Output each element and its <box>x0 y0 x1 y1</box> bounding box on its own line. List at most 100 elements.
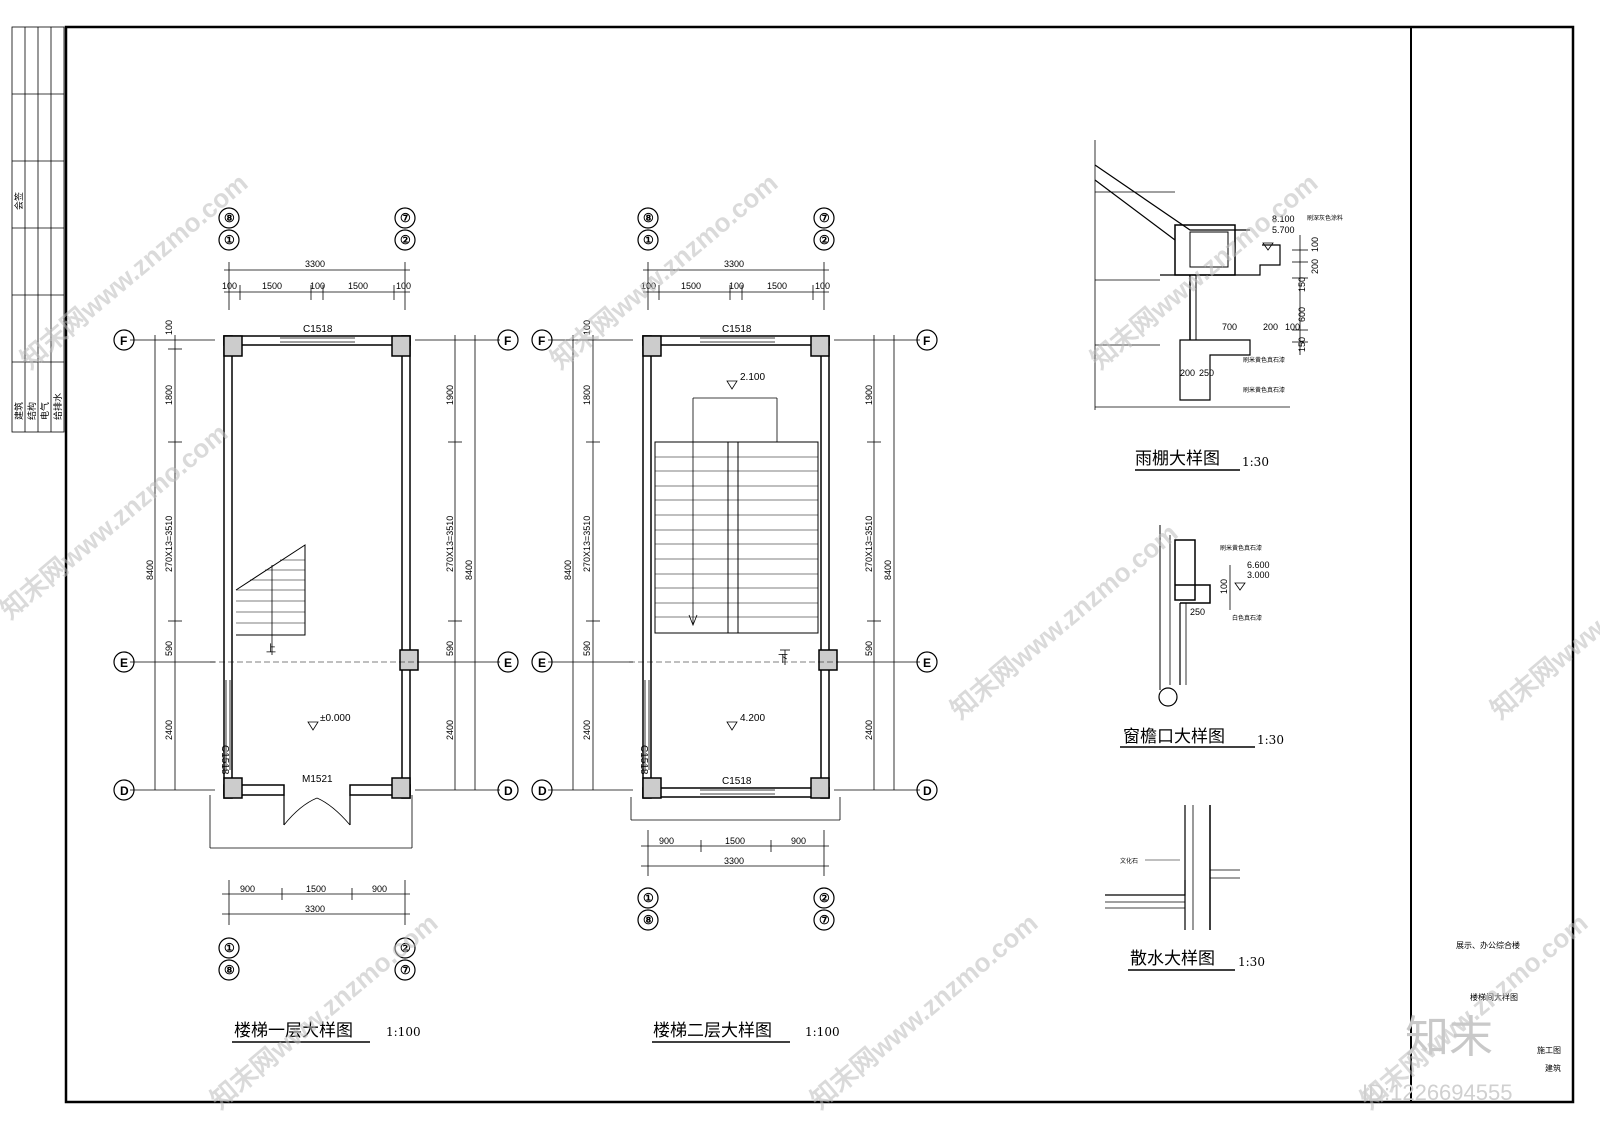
apron-detail <box>1105 805 1240 971</box>
canopy-note-1: 刷深灰色涂料 <box>1307 214 1343 222</box>
watermark-text-5: 知末网www.znzmo.com <box>945 517 1184 724</box>
plan1-dim-top-2: 1500 <box>262 281 282 291</box>
eave-scale: 1:30 <box>1257 733 1284 747</box>
title-block-project: 展示、办公综合楼 <box>1456 940 1520 950</box>
plan2 <box>531 207 938 1043</box>
plan2-axis-E-right: E <box>923 656 931 670</box>
plan1-dim-right-2: 270X13=3510 <box>445 516 455 572</box>
plan2-dim-right-2: 270X13=3510 <box>864 516 874 572</box>
plan1-dim-left-total: 8400 <box>145 560 155 580</box>
plan2-window-bottom: C1518 <box>722 776 752 787</box>
plan2-dim-left-5: 2400 <box>582 720 592 740</box>
plan1-axis-D-right: D <box>504 784 513 798</box>
plan1-dim-bottom-3: 900 <box>372 884 387 894</box>
plan1-dim-bottom-1: 900 <box>240 884 255 894</box>
plan2-dim-top-5: 100 <box>815 281 830 291</box>
plan1-dim-left-4: 590 <box>164 641 174 656</box>
canopy-dim-2: 200 <box>1310 259 1320 274</box>
plan2-dim-left-total: 8400 <box>563 560 573 580</box>
canopy-dim-5: 150 <box>1297 337 1307 352</box>
watermark-id: ID:1226694555 <box>1362 1080 1512 1105</box>
plan2-elevation-landing: 2.100 <box>740 372 765 383</box>
plan1-door: M1521 <box>302 774 333 785</box>
side-discipline-4: 给排水 <box>52 393 63 420</box>
countersign-strip <box>11 26 65 433</box>
eave-dim-2: 250 <box>1190 607 1205 617</box>
plan2-axis-top-3: ⑦ <box>819 211 830 225</box>
plan2-dim-right-3: 590 <box>864 641 874 656</box>
title-block-discipline: 建筑 <box>1545 1063 1561 1073</box>
watermark-text-6: 知末网www.znzmo.com <box>205 907 444 1114</box>
canopy-elev-1: 8.100 <box>1272 214 1295 224</box>
apron-scale: 1:30 <box>1238 955 1265 969</box>
plan2-dim-top-1: 100 <box>641 281 656 291</box>
plan2-axis-bottom-4: ⑦ <box>819 913 830 927</box>
canopy-dim-1: 100 <box>1310 237 1320 252</box>
plan1-axis-E-left: E <box>120 656 128 670</box>
plan2-axis-bottom-1: ① <box>643 891 654 905</box>
plan2-dim-left-3: 270X13=3510 <box>582 516 592 572</box>
canopy-dim-8: 100 <box>1285 322 1300 332</box>
eave-detail <box>1120 525 1255 748</box>
plan2-dim-top-4: 1500 <box>767 281 787 291</box>
plan1-dim-right-3: 590 <box>445 641 455 656</box>
plan1-dim-top-4: 1500 <box>348 281 368 291</box>
apron-title: 散水大样图 <box>1130 949 1215 969</box>
plan1-axis-E-right: E <box>504 656 512 670</box>
plan1-scale: 1:100 <box>386 1025 421 1039</box>
countersign-label: 会签 <box>13 192 24 210</box>
sheet-frame <box>64 25 1575 1104</box>
eave-elev-1: 6.600 <box>1247 560 1270 570</box>
plan2-axis-top-2: ① <box>643 233 654 247</box>
watermark-layer: 知末网www.znzmo.com 知末网www.znzmo.com 知末网www… <box>0 167 1600 1114</box>
plan2-elevation-floor: 4.200 <box>740 713 765 724</box>
plan2-axis-top-1: ⑧ <box>643 211 654 225</box>
plan1-axis-top-1: ⑧ <box>224 211 235 225</box>
plan2-axis-F-left: F <box>538 334 545 348</box>
plan1-axis-bottom-1: ① <box>224 941 235 955</box>
canopy-dim-9: 200 <box>1180 368 1195 378</box>
plan1-elevation: ±0.000 <box>320 713 351 724</box>
watermark-text-2: 知末网www.znzmo.com <box>545 167 784 374</box>
canopy-elev-2: 5.700 <box>1272 225 1295 235</box>
plan1-axis-D-left: D <box>120 784 129 798</box>
plan1-dim-bottom-total: 3300 <box>305 904 325 914</box>
plan1-axis-F-left: F <box>120 334 127 348</box>
eave-dim-1: 100 <box>1219 579 1229 594</box>
plan2-window-left: C1518 <box>638 745 649 775</box>
plan2-title: 楼梯二层大样图 <box>653 1021 772 1041</box>
canopy-dim-4: 600 <box>1297 307 1307 322</box>
plan1-axis-bottom-4: ⑦ <box>400 963 411 977</box>
eave-title: 窗檐口大样图 <box>1123 727 1225 747</box>
plan2-axis-F-right: F <box>923 334 930 348</box>
canopy-dim-6: 700 <box>1222 322 1237 332</box>
apron-note: 文化石 <box>1120 857 1138 865</box>
plan1-dim-right-1: 1900 <box>445 385 455 405</box>
canopy-dim-10: 250 <box>1199 368 1214 378</box>
plan2-axis-E-left: E <box>538 656 546 670</box>
side-discipline-1: 建筑 <box>13 402 24 420</box>
plan1-dim-top-1: 100 <box>222 281 237 291</box>
title-block-drawing-name: 楼梯间大样图 <box>1470 992 1518 1002</box>
plan1-dim-right-total: 8400 <box>464 560 474 580</box>
side-discipline-2: 结构 <box>26 402 37 420</box>
plan1-axis-top-4: ② <box>400 233 411 247</box>
plan2-dim-left-1: 100 <box>582 320 592 335</box>
plan2-dim-top-2: 1500 <box>681 281 701 291</box>
canopy-scale: 1:30 <box>1242 455 1269 469</box>
plan1-dim-top-total: 3300 <box>305 259 325 269</box>
plan1-window-top: C1518 <box>303 324 333 335</box>
plan1-up-label: 上 <box>266 643 276 655</box>
plan2-axis-D-right: D <box>923 784 932 798</box>
plan1-axis-top-3: ⑦ <box>400 211 411 225</box>
plan2-dim-bottom-1: 900 <box>659 836 674 846</box>
plan1 <box>113 207 519 1043</box>
plan1-title: 楼梯一层大样图 <box>234 1021 353 1041</box>
plan2-dim-top-total: 3300 <box>724 259 744 269</box>
plan1-dim-top-5: 100 <box>396 281 411 291</box>
plan2-dim-right-total: 8400 <box>883 560 893 580</box>
plan2-dim-bottom-3: 900 <box>791 836 806 846</box>
side-discipline-3: 电气 <box>39 402 50 420</box>
plan1-axis-bottom-2: ⑧ <box>224 963 235 977</box>
plan1-dim-top-3: 100 <box>310 281 325 291</box>
